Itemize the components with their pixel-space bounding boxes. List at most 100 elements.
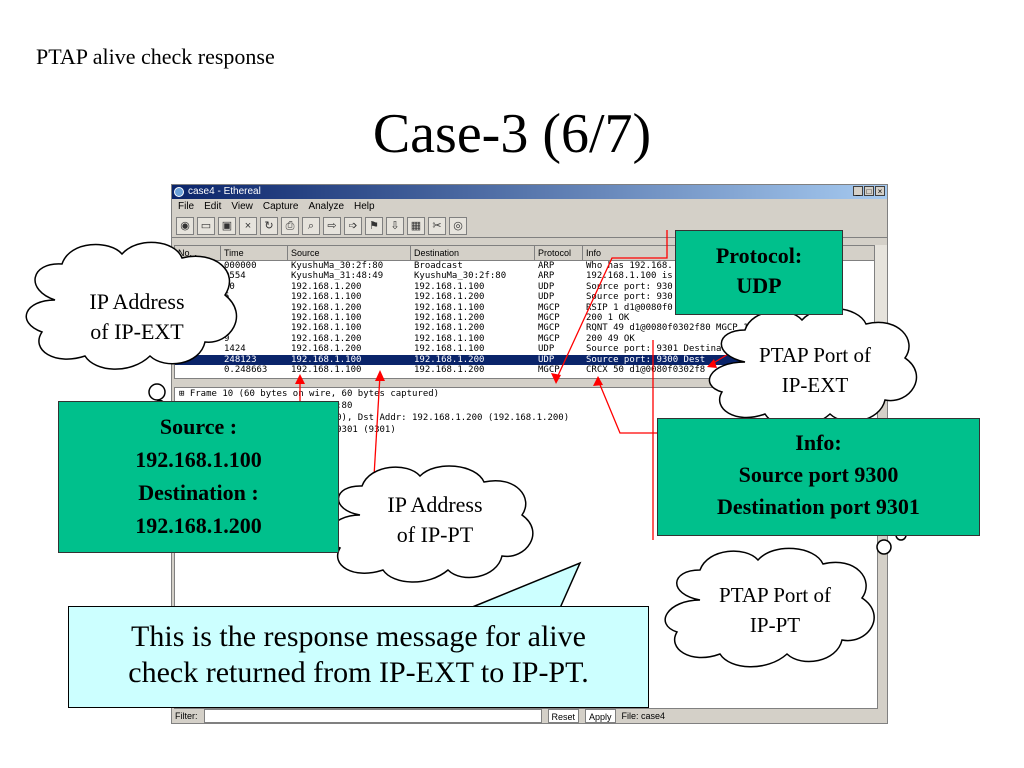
go-forward-icon[interactable]: ➩ — [344, 217, 362, 235]
ethereal-app-icon — [174, 187, 184, 197]
cell-source: 192.168.1.200 — [291, 344, 362, 355]
reload-icon[interactable]: ↻ — [260, 217, 278, 235]
column-source[interactable]: Source — [288, 246, 411, 260]
ip-ext-line-1: IP Address — [89, 289, 185, 314]
open-icon[interactable]: ◉ — [176, 217, 194, 235]
cell-source: 192.168.1.100 — [291, 354, 362, 365]
menu-view[interactable]: View — [231, 201, 253, 212]
protocol-arrow — [555, 230, 668, 381]
cell-destination: Broadcast — [414, 261, 463, 271]
menu-analyze[interactable]: Analyze — [308, 201, 345, 212]
slide-header: PTAP alive check response — [36, 44, 275, 69]
cell-protocol: UDP — [538, 281, 555, 292]
cell-info: Source port: 9300 Dest — [586, 354, 706, 365]
filter-label: Filter: — [175, 711, 198, 721]
folder-icon[interactable]: ▭ — [197, 217, 215, 235]
filter-icon[interactable]: ⚑ — [365, 217, 383, 235]
menu-file[interactable]: File — [178, 201, 195, 212]
capture-icon[interactable]: ⇩ — [386, 217, 404, 235]
cell-protocol: UDP — [538, 344, 555, 355]
cell-source: KyushuMa_30:2f:80 — [291, 261, 384, 271]
cell-destination: 192.168.1.200 — [414, 312, 485, 323]
toolbar: ◉ ▭ ▣ × ↻ ⎙ ⌕ ⇨ ➩ ⚑ ⇩ ▦ ✂ ◎ — [172, 215, 887, 238]
cell-destination: 192.168.1.200 — [414, 354, 485, 365]
minimize-button[interactable]: _ — [853, 186, 863, 196]
cell-destination: 192.168.1.100 — [414, 333, 485, 344]
help-icon[interactable]: ◎ — [449, 217, 467, 235]
reset-button[interactable]: Reset — [547, 709, 580, 723]
close-icon[interactable]: × — [239, 217, 257, 235]
info-callout: Info: Source port 9300 Destination port … — [657, 418, 980, 536]
cell-destination: 192.168.1.100 — [414, 281, 485, 292]
colorize-icon[interactable]: ▦ — [407, 217, 425, 235]
ptap-ext-line-1: PTAP Port of — [759, 343, 871, 367]
packet-row[interactable]: 192.168.1.100 192.168.1.200 MGCP 200 1 OK — [175, 313, 877, 323]
window-titlebar[interactable]: case4 - Ethereal _ □ × — [172, 185, 887, 199]
info-arrow — [597, 379, 657, 434]
protocol-label: Protocol: — [715, 243, 803, 268]
ip-pt-line-2: of IP-PT — [396, 522, 474, 547]
column-destination[interactable]: Destination — [411, 246, 535, 260]
cell-time: 0.248663 — [224, 364, 268, 375]
destination-value: 192.168.1.200 — [135, 513, 262, 538]
status-file: File: case4 — [621, 711, 666, 721]
explanation-note: This is the response message for alive c… — [68, 606, 649, 708]
cell-time: 9 — [224, 333, 230, 344]
cell-destination: 192.168.1.200 — [414, 292, 485, 303]
cell-protocol: ARP — [538, 261, 555, 271]
prefs-icon[interactable]: ✂ — [428, 217, 446, 235]
menu-edit[interactable]: Edit — [204, 201, 222, 212]
cell-protocol: MGCP — [538, 302, 560, 313]
cell-protocol: UDP — [538, 292, 555, 303]
cell-source: 192.168.1.100 — [291, 312, 362, 323]
source-label: Source : — [159, 414, 238, 439]
cloud-ptap-pt — [664, 547, 875, 668]
menu-help[interactable]: Help — [354, 201, 375, 212]
detail-line[interactable]: ⊞ Frame 10 (60 bytes on wire, 60 bytes c… — [179, 389, 440, 399]
cell-destination: 192.168.1.200 — [414, 323, 485, 334]
close-button[interactable]: × — [875, 186, 885, 196]
apply-button[interactable]: Apply — [585, 709, 616, 723]
maximize-button[interactable]: □ — [864, 186, 874, 196]
arrowheads — [295, 359, 717, 386]
ip-pt-text: IP Address of IP-PT — [355, 490, 515, 550]
info-source-port: Source port 9300 — [738, 462, 899, 487]
cell-source: 192.168.1.200 — [291, 333, 362, 344]
cell-protocol: MGCP — [538, 312, 560, 323]
detail-line[interactable]: : 192.168.1.100 (192.168.1.100), Dst Add… — [179, 413, 570, 423]
cell-protocol: UDP — [538, 354, 555, 365]
ptap-pt-text: PTAP Port of IP-PT — [695, 580, 855, 640]
packet-row[interactable]: 1424 192.168.1.200 192.168.1.100 UDP Source … — [175, 344, 877, 354]
cell-info: 200 49 OK — [586, 333, 635, 344]
find-icon[interactable]: ⌕ — [302, 217, 320, 235]
cell-source: KyushuMa_31:48:49 — [291, 271, 384, 282]
cell-info: RQNT 49 d1@0080f0302f80 MGCP 1.0 — [586, 323, 760, 334]
column-no[interactable]: No. . — [175, 246, 221, 260]
cell-destination: 192.168.1.100 — [414, 302, 485, 313]
column-time[interactable]: Time — [221, 246, 288, 260]
slide-title: Case-3 (6/7) — [372, 103, 652, 165]
cell-source: 192.168.1.100 — [291, 323, 362, 334]
cell-time: 1424 — [224, 344, 246, 355]
source-destination-callout: Source : 192.168.1.100 Destination : 192… — [58, 401, 339, 553]
cell-info: 200 1 OK — [586, 312, 630, 323]
go-back-icon[interactable]: ⇨ — [323, 217, 341, 235]
save-icon[interactable]: ▣ — [218, 217, 236, 235]
cell-source: 192.168.1.100 — [291, 292, 362, 303]
column-protocol[interactable]: Protocol — [535, 246, 583, 260]
info-destination-port: Destination port 9301 — [717, 494, 920, 519]
menubar: File Edit View Capture Analyze Help — [172, 199, 887, 215]
ptap-ext-text: PTAP Port of IP-EXT — [740, 340, 890, 400]
status-bar: Filter: Reset Apply File: case4 — [172, 709, 887, 723]
filter-input[interactable] — [203, 709, 542, 723]
print-icon[interactable]: ⎙ — [281, 217, 299, 235]
cell-info: Source port: 9301 Destinat — [586, 344, 727, 355]
menu-capture[interactable]: Capture — [262, 201, 299, 212]
cell-destination: 192.168.1.100 — [414, 344, 485, 355]
